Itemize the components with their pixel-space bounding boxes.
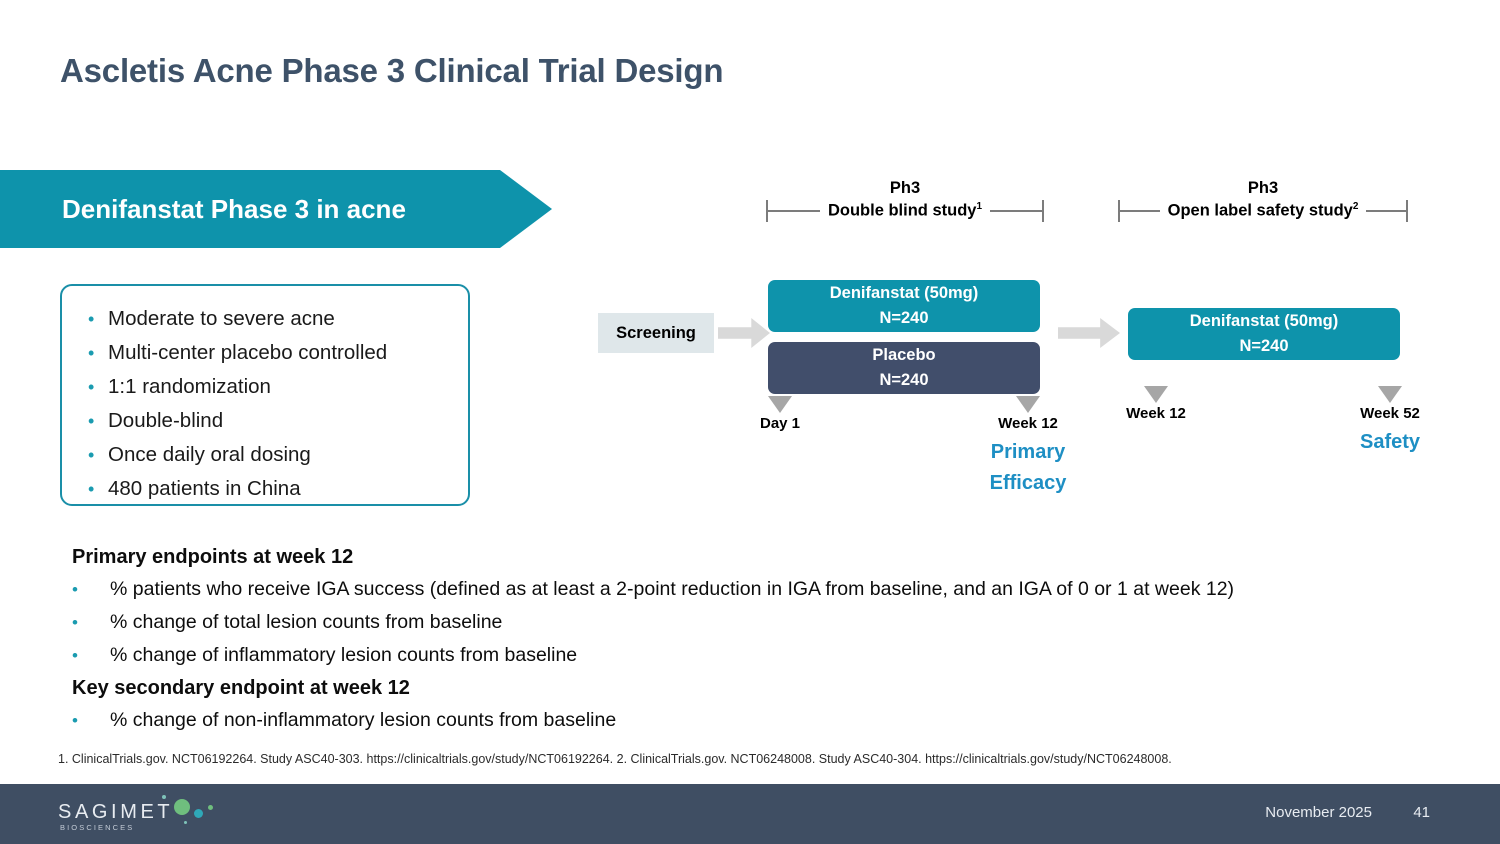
arm-box-placebo: Placebo N=240 bbox=[768, 342, 1040, 394]
primary-endpoint-text: % patients who receive IGA success (defi… bbox=[110, 578, 1235, 600]
logo-dot-icon bbox=[184, 821, 187, 824]
arm-name: Placebo bbox=[872, 346, 936, 364]
bullet-dot-icon: • bbox=[88, 411, 95, 431]
bracket-line-icon bbox=[990, 210, 1043, 212]
phase-label: Ph3 bbox=[889, 179, 921, 197]
bullet-dot-icon: • bbox=[88, 479, 95, 499]
list-item: • Double-blind bbox=[88, 404, 468, 438]
list-item: • Once daily oral dosing bbox=[88, 438, 468, 472]
logo-dot-icon bbox=[208, 805, 213, 810]
bracket-line-icon bbox=[1366, 210, 1407, 212]
timeline-label: Week 12 bbox=[1126, 405, 1186, 422]
bracket-row: Double blind study1 bbox=[766, 200, 1044, 222]
phase-bracket-open-label: Ph3 Open label safety study2 bbox=[1118, 178, 1409, 222]
timeline-marker-week12-openlabel: Week 12 bbox=[1110, 386, 1202, 422]
phase-study-name: Double blind study1 bbox=[827, 201, 983, 220]
triangle-marker-icon bbox=[1378, 386, 1402, 403]
list-item: • % patients who receive IGA success (de… bbox=[72, 573, 1492, 606]
secondary-endpoint-text: % change of non-inflammatory lesion coun… bbox=[110, 709, 617, 731]
timeline-label: Week 52 bbox=[1360, 405, 1420, 422]
triangle-marker-icon bbox=[1016, 396, 1040, 413]
bullet-dot-icon: • bbox=[72, 646, 78, 665]
footnote-references: 1. ClinicalTrials.gov. NCT06192264. Stud… bbox=[58, 752, 1172, 766]
phase-study-name: Open label safety study2 bbox=[1167, 201, 1359, 220]
logo-wordmark: SAGIMET bbox=[58, 801, 174, 823]
list-item: • % change of total lesion counts from b… bbox=[72, 606, 1492, 639]
timeline-marker-week12-efficacy: Week 12 Primary Efficacy bbox=[982, 396, 1074, 499]
study-design-box: • Moderate to severe acne • Multi-center… bbox=[60, 284, 470, 506]
arm-n: N=240 bbox=[879, 309, 929, 327]
timeline-label: Day 1 bbox=[759, 415, 801, 432]
flow-arrow-icon bbox=[1058, 318, 1120, 348]
phase-label: Ph3 bbox=[1247, 179, 1279, 197]
arm-box-denifanstat-phase3: Denifanstat (50mg) N=240 bbox=[768, 280, 1040, 332]
primary-endpoint-text: % change of inflammatory lesion counts f… bbox=[110, 644, 578, 666]
bracket-line-icon bbox=[1119, 210, 1160, 212]
sagimet-logo: SAGIMET BIOSCIENCES bbox=[58, 795, 238, 835]
study-bullet-text: 1:1 randomization bbox=[108, 375, 271, 398]
triangle-marker-icon bbox=[768, 396, 792, 413]
logo-dot-icon bbox=[194, 809, 203, 818]
timeline-annotation-line1: Safety bbox=[1359, 431, 1421, 453]
triangle-marker-icon bbox=[1144, 386, 1168, 403]
bracket-line-icon bbox=[767, 210, 820, 212]
timeline-annotation: Primary Efficacy bbox=[982, 437, 1074, 499]
list-item: • Moderate to severe acne bbox=[88, 302, 468, 336]
timeline-marker-week52-safety: Week 52 Safety bbox=[1344, 386, 1436, 458]
screening-box: Screening bbox=[598, 313, 714, 353]
study-bullet-text: Once daily oral dosing bbox=[108, 443, 311, 466]
bracket-tick-icon bbox=[1118, 200, 1120, 222]
bracket-tick-icon bbox=[1406, 200, 1409, 222]
logo-dot-icon bbox=[174, 799, 190, 815]
arm-name: Denifanstat (50mg) bbox=[1189, 312, 1339, 330]
bullet-dot-icon: • bbox=[72, 580, 78, 599]
arm-n: N=240 bbox=[879, 371, 929, 389]
primary-endpoint-text: % change of total lesion counts from bas… bbox=[110, 611, 503, 633]
logo-tagline: BIOSCIENCES bbox=[60, 823, 135, 832]
arm-n: N=240 bbox=[1239, 337, 1289, 355]
bracket-tick-icon bbox=[766, 200, 768, 222]
footer-page-number: 41 bbox=[1413, 804, 1430, 821]
list-item: • 480 patients in China bbox=[88, 472, 468, 506]
flow-arrow-icon bbox=[718, 318, 770, 348]
bullet-dot-icon: • bbox=[88, 343, 95, 363]
bullet-dot-icon: • bbox=[88, 377, 95, 397]
page-title: Ascletis Acne Phase 3 Clinical Trial Des… bbox=[60, 52, 724, 89]
logo-dot-icon bbox=[162, 795, 166, 799]
bracket-row: Open label safety study2 bbox=[1118, 200, 1409, 222]
bullet-dot-icon: • bbox=[88, 309, 95, 329]
primary-endpoints-heading: Primary endpoints at week 12 bbox=[72, 546, 354, 568]
list-item: • % change of non-inflammatory lesion co… bbox=[72, 704, 1492, 737]
arm-box-denifanstat-openlabel: Denifanstat (50mg) N=240 bbox=[1128, 308, 1400, 360]
timeline-marker-day1: Day 1 bbox=[740, 396, 820, 432]
list-item: • Multi-center placebo controlled bbox=[88, 336, 468, 370]
bullet-dot-icon: • bbox=[88, 445, 95, 465]
bracket-tick-icon bbox=[1042, 200, 1044, 222]
section-banner: Denifanstat Phase 3 in acne bbox=[0, 170, 552, 248]
slide-footer: SAGIMET BIOSCIENCES November 2025 41 bbox=[0, 784, 1500, 844]
bullet-dot-icon: • bbox=[72, 711, 78, 730]
timeline-annotation: Safety bbox=[1344, 427, 1436, 458]
list-item: • % change of inflammatory lesion counts… bbox=[72, 639, 1492, 672]
phase-bracket-double-blind: Ph3 Double blind study1 bbox=[766, 178, 1044, 222]
endpoints-section: Primary endpoints at week 12 • % patient… bbox=[72, 546, 1492, 737]
study-bullet-text: Moderate to severe acne bbox=[108, 307, 335, 330]
footer-date: November 2025 bbox=[1265, 804, 1372, 821]
screening-label: Screening bbox=[616, 323, 696, 342]
study-bullet-text: Double-blind bbox=[108, 409, 224, 432]
list-item: • 1:1 randomization bbox=[88, 370, 468, 404]
section-banner-label: Denifanstat Phase 3 in acne bbox=[62, 193, 406, 224]
timeline-annotation-line2: Efficacy bbox=[989, 472, 1067, 494]
bullet-dot-icon: • bbox=[72, 613, 78, 632]
study-bullet-text: Multi-center placebo controlled bbox=[108, 341, 388, 364]
study-bullet-text: 480 patients in China bbox=[108, 477, 301, 500]
timeline-annotation-line1: Primary bbox=[990, 441, 1066, 463]
secondary-endpoint-heading: Key secondary endpoint at week 12 bbox=[72, 677, 410, 699]
timeline-label: Week 12 bbox=[998, 415, 1058, 432]
arm-name: Denifanstat (50mg) bbox=[829, 284, 979, 302]
